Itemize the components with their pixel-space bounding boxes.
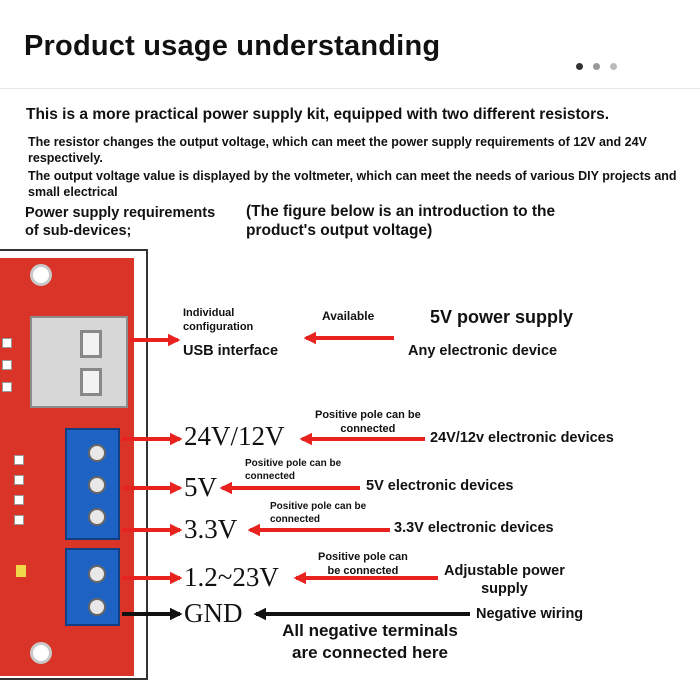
board-frame — [0, 249, 148, 680]
usb-interface-label: USB interface — [183, 343, 279, 359]
voltage-33v-label: 3.3V — [184, 514, 238, 544]
requirements-heading: Power supply requirements of sub-devices… — [25, 204, 240, 240]
figure-note: (The figure below is an introduction to … — [246, 202, 606, 240]
voltage-24v-label: 24V/12V — [184, 421, 285, 451]
requirements-line-2: of sub-devices; — [25, 223, 132, 239]
intro-line-3: The output voltage value is displayed by… — [28, 169, 677, 199]
voltage-5v-label: 5V — [184, 472, 217, 502]
device-24v-label: 24V/12v electronic devices — [430, 430, 614, 446]
smd-component — [14, 455, 24, 465]
smd-component — [2, 382, 12, 392]
carousel-dots — [576, 63, 617, 70]
carousel-dot-active[interactable] — [576, 63, 583, 70]
usb-device-label: Any electronic device — [408, 343, 558, 359]
requirements-line-1: Power supply requirements — [25, 205, 216, 221]
note-33v-line-2: connected — [270, 514, 321, 525]
smd-component — [14, 515, 24, 525]
note-gnd-line-2: are connected here — [292, 643, 448, 662]
mounting-hole — [30, 264, 52, 286]
usb-available-label: Available — [322, 309, 375, 323]
mounting-hole — [30, 642, 52, 664]
device-33v-label: 3.3V electronic devices — [394, 520, 554, 536]
figure-note-line-2: product's output voltage) — [246, 222, 433, 239]
intro-line-2: The resistor changes the output voltage,… — [28, 135, 647, 165]
page-title: Product usage understanding — [24, 30, 441, 62]
note-gnd: All negative terminals are connected her… — [270, 620, 470, 664]
smd-component — [14, 475, 24, 485]
led-component — [16, 565, 26, 577]
device-adjustable-line-1: Adjustable power — [444, 563, 565, 579]
note-gnd-line-1: All negative terminals — [282, 621, 458, 640]
carousel-dot[interactable] — [593, 63, 600, 70]
voltage-gnd-label: GND — [184, 598, 243, 628]
usb-supply-label: 5V power supply — [430, 307, 574, 327]
device-adjustable-line-2: supply — [481, 581, 528, 597]
note-33v-line-1: Positive pole can be — [270, 501, 367, 512]
note-24v: Positive pole can be connected — [315, 408, 421, 436]
smd-component — [2, 360, 12, 370]
note-33v: Positive pole can be connected — [270, 500, 366, 526]
usb-slot — [80, 330, 102, 358]
terminal-screw — [88, 598, 106, 616]
smd-component — [2, 338, 12, 348]
figure-note-line-1: (The figure below is an introduction to … — [246, 203, 556, 220]
note-24v-line-2: connected — [340, 423, 396, 435]
note-5v-line-1: Positive pole can be — [245, 458, 342, 469]
note-5v-line-2: connected — [245, 471, 296, 482]
usb-port — [30, 316, 128, 408]
device-5v-label: 5V electronic devices — [366, 478, 514, 494]
note-24v-line-1: Positive pole can be — [315, 409, 421, 421]
intro-line-1: This is a more practical power supply ki… — [26, 106, 610, 123]
note-adjustable: Positive pole can be connected — [318, 550, 408, 578]
usb-slot — [80, 368, 102, 396]
voltage-adjustable-label: 1.2~23V — [184, 562, 279, 592]
terminal-screw — [88, 444, 106, 462]
usb-individual-label: Individual configuration — [183, 306, 253, 334]
terminal-screw — [88, 565, 106, 583]
terminal-screw — [88, 476, 106, 494]
note-adjustable-line-1: Positive pole can — [318, 551, 408, 563]
usb-individual-line-2: configuration — [183, 321, 254, 333]
terminal-screw — [88, 508, 106, 526]
usb-individual-line-1: Individual — [183, 307, 235, 319]
divider — [0, 88, 700, 89]
smd-component — [14, 495, 24, 505]
device-adjustable-label: Adjustable power supply — [444, 562, 565, 598]
note-adjustable-line-2: be connected — [327, 565, 399, 577]
note-5v: Positive pole can be connected — [245, 457, 341, 483]
device-gnd-label: Negative wiring — [476, 606, 584, 622]
carousel-dot[interactable] — [610, 63, 617, 70]
